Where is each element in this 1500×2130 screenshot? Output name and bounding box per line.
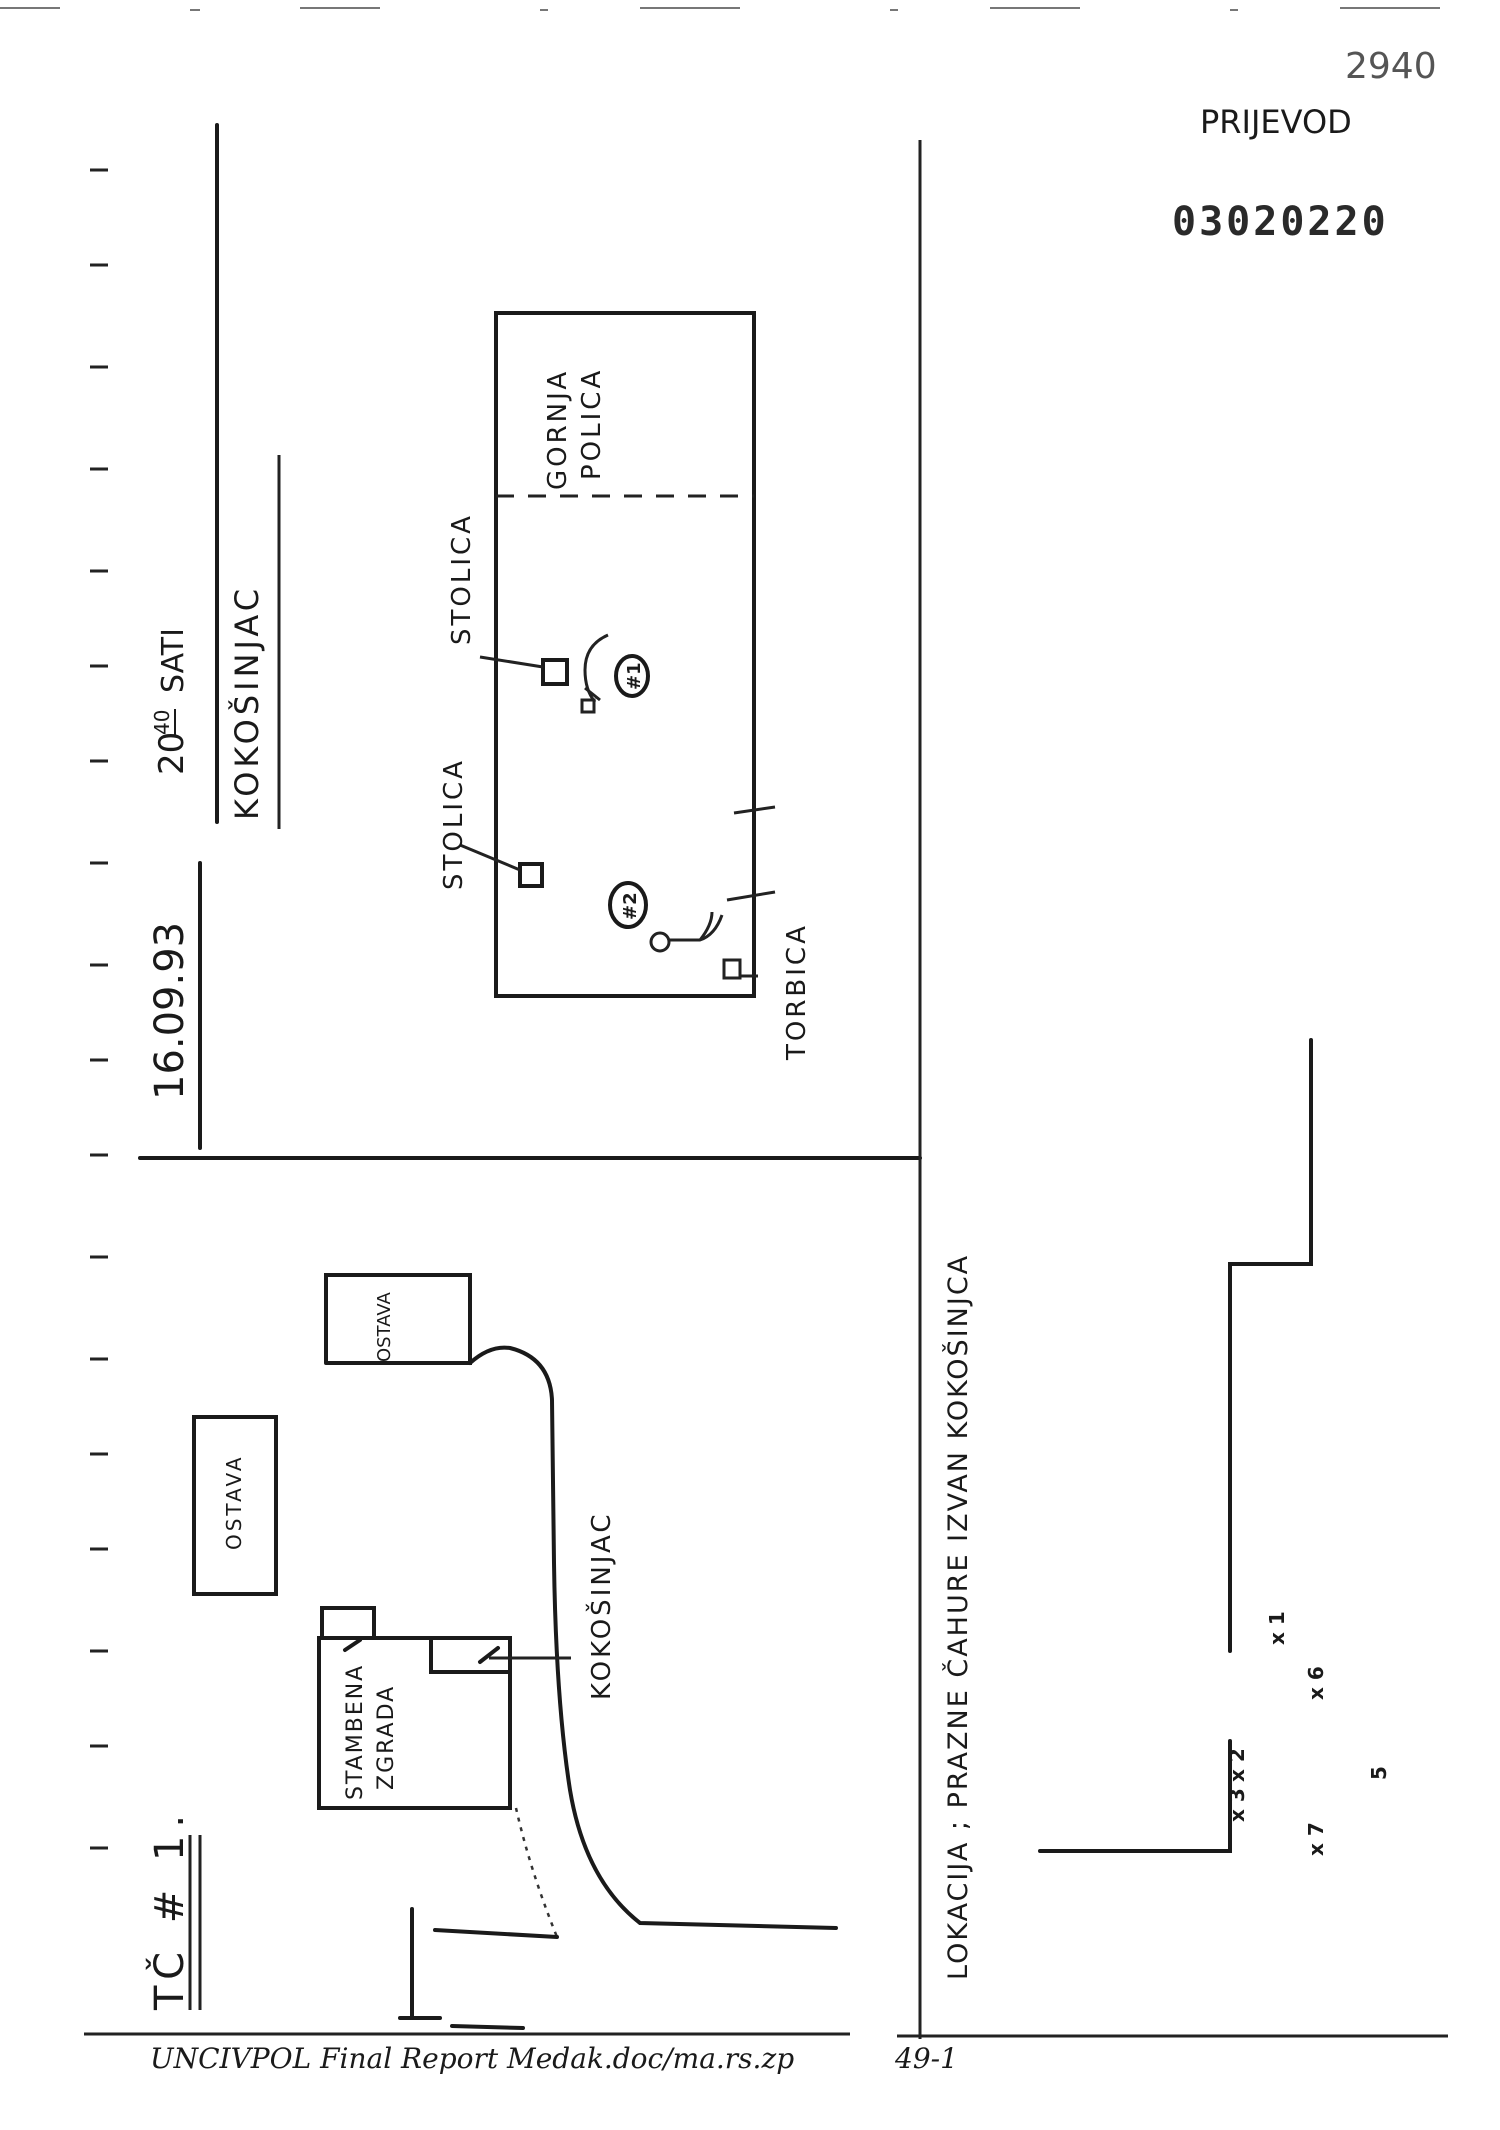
shelf-label-line1: GORNJA bbox=[543, 369, 573, 490]
time-unit: SATI bbox=[156, 628, 191, 693]
chair-lower bbox=[518, 862, 544, 888]
scan-edge-marks bbox=[0, 7, 1440, 11]
site-label: TČ # 1. bbox=[145, 1807, 193, 2011]
margin-ticks bbox=[90, 168, 108, 1850]
storage-upper-outline bbox=[324, 1273, 472, 1365]
casing-marker: x 1 bbox=[1265, 1611, 1289, 1645]
house-label-line1: STAMBENA bbox=[343, 1664, 368, 1800]
victim-2-label: #2 bbox=[620, 892, 641, 920]
casing-marker: x 7 bbox=[1304, 1822, 1328, 1856]
casing-marker: 5 bbox=[1367, 1766, 1391, 1780]
time-hours: 20 bbox=[152, 732, 192, 775]
storage-left-outline bbox=[192, 1415, 278, 1596]
translation-label: PRIJEVOD bbox=[1200, 103, 1352, 141]
storage-left-label: OSTAVA bbox=[222, 1454, 246, 1550]
casing-marker: x 2 bbox=[1225, 1748, 1249, 1782]
casing-marker: x 3 bbox=[1225, 1788, 1249, 1822]
outside-area: LOKACIJA ; PRAZNE ČAHURE IZVAN KOKOŠINJC… bbox=[942, 1038, 1391, 1980]
pencil-page-number: 2940 bbox=[1345, 46, 1437, 87]
coop-label: KOKOŠINJAC bbox=[585, 1511, 617, 1700]
victim-1-label: #1 bbox=[624, 662, 645, 690]
house-outline bbox=[317, 1636, 512, 1810]
victim-2-figure: #2 bbox=[608, 881, 724, 953]
chair-lower-label: STOLICA bbox=[439, 758, 469, 890]
building-note: KOKOŠINJAC bbox=[227, 585, 266, 820]
house-label-line2: ZGRADA bbox=[374, 1685, 399, 1790]
chair-upper-label: STOLICA bbox=[447, 513, 477, 645]
storage-upper-label: OSTAVA bbox=[374, 1291, 395, 1362]
coop-outline bbox=[468, 1345, 838, 1930]
footer-page: 49-1 bbox=[894, 2042, 958, 2075]
date-note: 16.09.93 bbox=[147, 922, 193, 1100]
frame-lines bbox=[138, 123, 922, 2039]
time-note: 20 40 SATI bbox=[150, 628, 192, 775]
chair-upper bbox=[541, 658, 569, 686]
bag-label: TORBICA bbox=[782, 923, 812, 1061]
interior-plan: GORNJA POLICA STOLICA STOLICA TORBICA #1… bbox=[439, 311, 812, 1061]
shelf-label-line2: POLICA bbox=[577, 368, 607, 480]
victim-1-figure: #1 bbox=[580, 633, 650, 714]
bag bbox=[722, 958, 742, 980]
time-minutes: 40 bbox=[150, 710, 174, 735]
footer-file-reference: UNCIVPOL Final Report Medak.doc/ma.rs.zp bbox=[150, 2042, 794, 2075]
document-number-stamp: 03020220 bbox=[1172, 199, 1389, 245]
site-plan: OSTAVA OSTAVA STAMBENA ZGRADA KOKOŠINJAC bbox=[192, 1273, 838, 2030]
casing-marker: x 6 bbox=[1304, 1666, 1328, 1700]
casings-location-label: LOKACIJA ; PRAZNE ČAHURE IZVAN KOKOŠINJC… bbox=[942, 1254, 974, 1980]
